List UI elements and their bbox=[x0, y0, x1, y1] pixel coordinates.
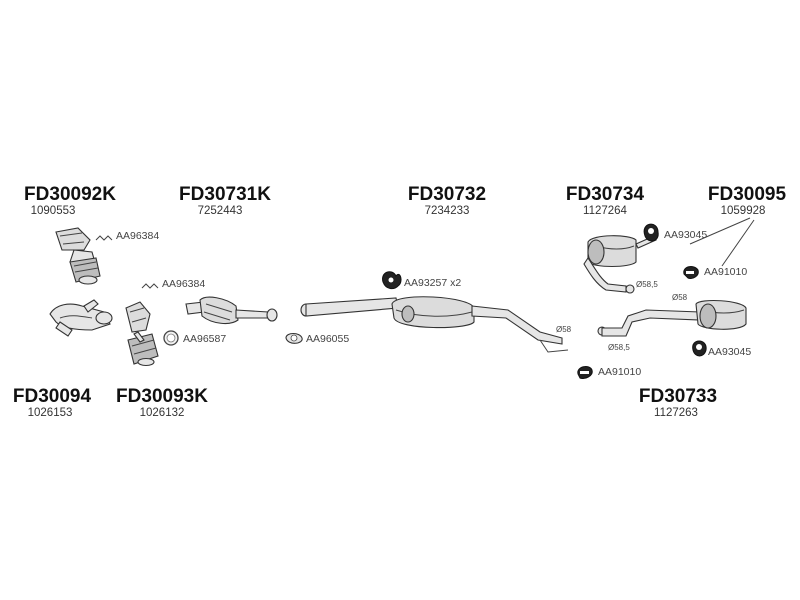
part-number: 7252443 bbox=[198, 205, 243, 217]
part-code: FD30094 bbox=[13, 386, 92, 407]
accessory-label: AA96055 bbox=[306, 333, 349, 345]
label-fd30092k: FD30092K 1090553 bbox=[24, 184, 116, 217]
accessory-label: AA96384 bbox=[162, 278, 205, 290]
rubber-hanger-icon bbox=[683, 266, 699, 279]
catalytic-converter-fd30731k bbox=[185, 296, 278, 325]
gasket-icon bbox=[95, 235, 113, 241]
rear-silencer-fd30733 bbox=[597, 299, 747, 337]
accessory-label: AA93045 bbox=[708, 346, 751, 358]
manifold-catalyst-fd30092k bbox=[55, 227, 101, 285]
label-fd30093k: FD30093K 1026132 bbox=[116, 386, 208, 419]
dimension-label: Ø58 bbox=[672, 293, 688, 302]
accessory-label: AA91010 bbox=[598, 366, 641, 378]
accessory-label: AA93257 x2 bbox=[404, 277, 461, 289]
rubber-hanger-icon bbox=[577, 366, 593, 379]
part-code: FD30093K bbox=[116, 386, 208, 407]
rubber-mount-icon bbox=[643, 223, 659, 242]
rubber-mount-icon bbox=[692, 340, 707, 357]
leader-lines-fd30095 bbox=[689, 217, 755, 267]
dimension-label: Ø58 bbox=[556, 325, 572, 334]
middle-silencer-fd30732 bbox=[300, 296, 569, 353]
ring-gasket-icon bbox=[163, 330, 179, 346]
label-fd30732: FD30732 7234233 bbox=[408, 184, 486, 217]
accessory-label: AA91010 bbox=[704, 266, 747, 278]
label-fd30731k: FD30731K 7252443 bbox=[179, 184, 271, 217]
accessory-label: AA96587 bbox=[183, 333, 226, 345]
part-code: FD30733 bbox=[639, 386, 717, 407]
part-number: 1127263 bbox=[654, 407, 698, 419]
rubber-mount-icon bbox=[382, 271, 402, 290]
rear-catalyst-fd30093k bbox=[125, 301, 159, 367]
part-number: 1026132 bbox=[140, 407, 185, 419]
accessory-label: AA93045 bbox=[664, 229, 707, 241]
label-fd30095: FD30095 1059928 bbox=[708, 184, 787, 217]
part-code: FD30734 bbox=[566, 184, 645, 205]
accessory-label: AA96384 bbox=[116, 230, 159, 242]
part-number: 1026153 bbox=[28, 407, 73, 419]
gasket-icon bbox=[141, 283, 159, 289]
part-code: FD30732 bbox=[408, 184, 486, 205]
part-number: 1127264 bbox=[583, 205, 628, 217]
part-code: FD30095 bbox=[708, 184, 787, 205]
part-number: 1090553 bbox=[31, 205, 76, 217]
label-fd30733: FD30733 1127263 bbox=[639, 386, 717, 419]
dimension-label: Ø58,5 bbox=[608, 343, 630, 352]
part-code: FD30731K bbox=[179, 184, 271, 205]
part-number: 1059928 bbox=[721, 205, 766, 217]
dimension-label: Ø58,5 bbox=[636, 280, 658, 289]
flange-gasket-icon bbox=[285, 332, 303, 344]
part-code: FD30092K bbox=[24, 184, 116, 205]
part-number: 7234233 bbox=[425, 205, 470, 217]
label-fd30734: FD30734 1127264 bbox=[566, 184, 645, 217]
rear-silencer-fd30734 bbox=[583, 235, 657, 294]
label-fd30094: FD30094 1026153 bbox=[13, 386, 92, 419]
front-pipe-fd30094 bbox=[49, 299, 113, 337]
